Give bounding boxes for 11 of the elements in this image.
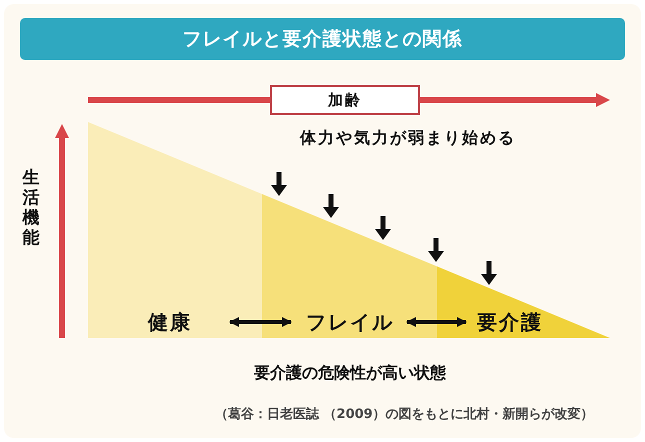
stage-label: フレイル bbox=[295, 308, 405, 336]
label-box: 加齢 bbox=[270, 85, 420, 115]
source-note: （葛谷：日老医誌 （2009）の図をもとに北村・新開らが改変） bbox=[215, 406, 594, 423]
title-bar: フレイルと要介護状態との関係 bbox=[20, 18, 625, 60]
axis-label: 生活機能 bbox=[22, 168, 40, 248]
stage-label: 健康 bbox=[140, 308, 200, 336]
stage-label: 要介護 bbox=[470, 308, 550, 336]
double-arrow bbox=[229, 317, 292, 327]
note-text: 体力や気力が弱まり始める bbox=[300, 128, 516, 149]
note-text: 要介護の危険性が高い状態 bbox=[253, 362, 447, 384]
double-arrow bbox=[406, 317, 467, 327]
